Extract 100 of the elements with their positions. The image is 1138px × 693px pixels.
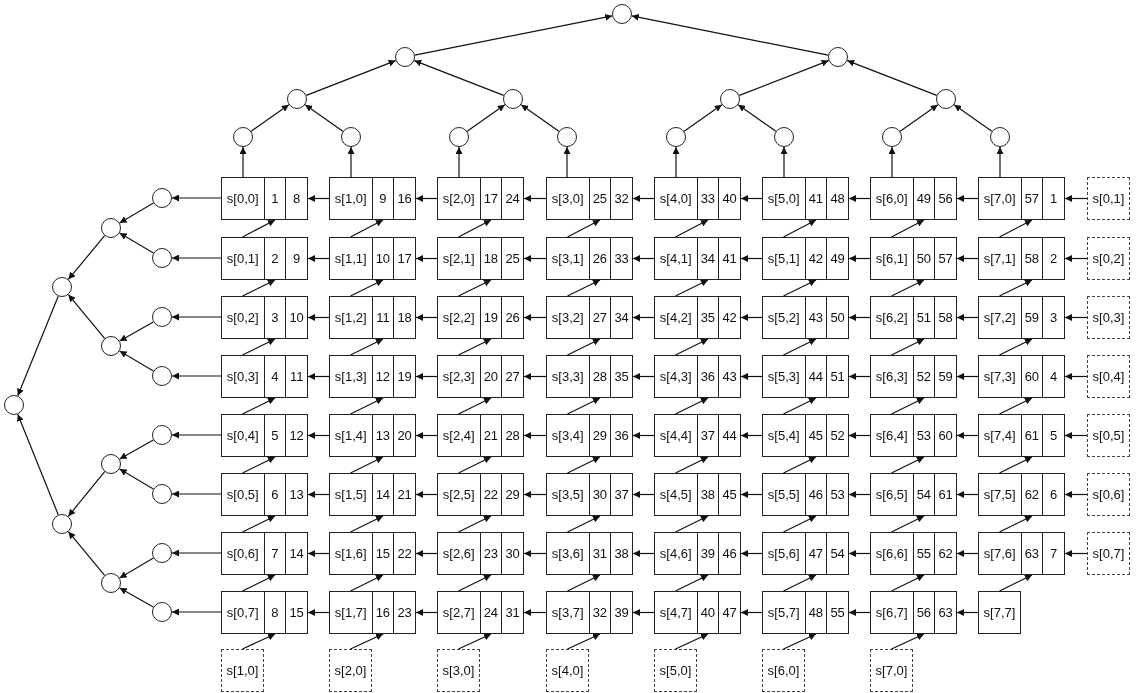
arrow bbox=[956, 373, 979, 380]
arrow bbox=[740, 255, 763, 262]
cell-label: s[2,2] bbox=[441, 309, 476, 327]
cell-label: s[2,5] bbox=[441, 486, 476, 504]
arrow bbox=[171, 254, 222, 262]
cell-value: 12 bbox=[285, 415, 307, 456]
cell-value: 38 bbox=[610, 533, 632, 574]
arrow bbox=[632, 550, 655, 557]
arrow bbox=[119, 468, 154, 490]
arrow bbox=[17, 295, 59, 397]
array-cell-box bbox=[546, 237, 633, 280]
arrow bbox=[782, 633, 817, 650]
cell-value: 47 bbox=[718, 592, 740, 633]
cell-label: s[3,0] bbox=[550, 190, 585, 208]
arrow bbox=[457, 633, 492, 650]
array-cell-box bbox=[870, 296, 957, 339]
cell-value: 43 bbox=[804, 297, 827, 338]
arrow bbox=[632, 432, 655, 439]
arrow bbox=[998, 397, 1033, 415]
tree-node-circle bbox=[666, 127, 686, 147]
array-cell-box bbox=[437, 355, 524, 398]
cell-label: s[3,5] bbox=[550, 486, 585, 504]
arrow bbox=[241, 633, 276, 650]
cell-value: 15 bbox=[285, 592, 307, 633]
cell-label: s[0,4] bbox=[225, 427, 260, 445]
arrow bbox=[119, 321, 154, 342]
cell-value: 45 bbox=[804, 415, 827, 456]
cell-label: s[0,2] bbox=[1091, 250, 1126, 268]
cell-value: 3 bbox=[1042, 297, 1064, 338]
array-cell-box bbox=[329, 414, 416, 457]
array-cell-box bbox=[978, 591, 1021, 634]
cell-label: s[6,0] bbox=[766, 662, 801, 680]
array-cell-box bbox=[437, 532, 524, 575]
array-cell-box bbox=[978, 473, 1065, 516]
arrow bbox=[349, 338, 384, 356]
array-cell-box bbox=[654, 355, 741, 398]
arrow bbox=[782, 515, 817, 533]
arrow bbox=[241, 574, 276, 592]
arrow bbox=[171, 608, 222, 616]
tree-node-circle bbox=[152, 543, 172, 563]
array-cell-box bbox=[546, 296, 633, 339]
array-cell-box bbox=[329, 355, 416, 398]
arrow bbox=[307, 609, 330, 616]
arrow bbox=[632, 373, 655, 380]
arrow bbox=[414, 13, 613, 56]
arrow bbox=[956, 195, 979, 202]
arrow bbox=[632, 491, 655, 498]
cell-label: s[2,7] bbox=[441, 604, 476, 622]
arrow bbox=[119, 557, 154, 579]
array-cell-box bbox=[978, 355, 1065, 398]
arrow bbox=[672, 146, 680, 178]
arrow bbox=[415, 314, 438, 321]
array-cell-box bbox=[870, 177, 957, 220]
cell-label: s[5,4] bbox=[766, 427, 801, 445]
input-box bbox=[762, 649, 805, 692]
cell-value: 37 bbox=[696, 415, 719, 456]
cell-value: 18 bbox=[393, 297, 415, 338]
arrow bbox=[846, 59, 938, 96]
cell-value: 32 bbox=[610, 178, 632, 219]
array-cell-box bbox=[546, 414, 633, 457]
cell-value: 39 bbox=[696, 533, 719, 574]
arrow bbox=[782, 456, 817, 474]
input-box bbox=[1087, 237, 1130, 280]
cell-value: 59 bbox=[1020, 297, 1043, 338]
arrow bbox=[241, 338, 276, 356]
cell-value: 22 bbox=[393, 533, 415, 574]
arrow bbox=[740, 432, 763, 439]
arrow bbox=[566, 574, 601, 592]
cell-value: 7 bbox=[263, 533, 286, 574]
cell-value: 14 bbox=[371, 474, 394, 515]
input-box bbox=[870, 649, 913, 692]
array-cell-box bbox=[437, 473, 524, 516]
tree-node-circle bbox=[449, 127, 469, 147]
cell-value: 19 bbox=[393, 356, 415, 397]
arrow bbox=[349, 219, 384, 238]
array-cell-box bbox=[870, 532, 957, 575]
arrow bbox=[848, 491, 871, 498]
arrow bbox=[119, 232, 154, 254]
cell-value: 48 bbox=[804, 592, 827, 633]
cell-value: 46 bbox=[718, 533, 740, 574]
arrow bbox=[848, 550, 871, 557]
arrow bbox=[1064, 373, 1088, 380]
arrow bbox=[782, 397, 817, 415]
arrow bbox=[347, 146, 355, 178]
array-cell-box bbox=[221, 355, 308, 398]
array-cell-box bbox=[762, 177, 849, 220]
arrow bbox=[241, 397, 276, 415]
input-box bbox=[221, 649, 264, 692]
arrow bbox=[953, 104, 993, 132]
cell-label: s[3,3] bbox=[550, 368, 585, 386]
tree-node-circle bbox=[101, 454, 121, 474]
arrow bbox=[956, 314, 979, 321]
cell-value: 20 bbox=[479, 356, 502, 397]
cell-value: 28 bbox=[588, 356, 611, 397]
array-cell-box bbox=[329, 473, 416, 516]
cell-value: 33 bbox=[696, 178, 719, 219]
cell-value: 26 bbox=[588, 238, 611, 279]
arrow bbox=[848, 255, 871, 262]
cell-label: s[6,4] bbox=[874, 427, 909, 445]
arrow bbox=[890, 633, 925, 650]
